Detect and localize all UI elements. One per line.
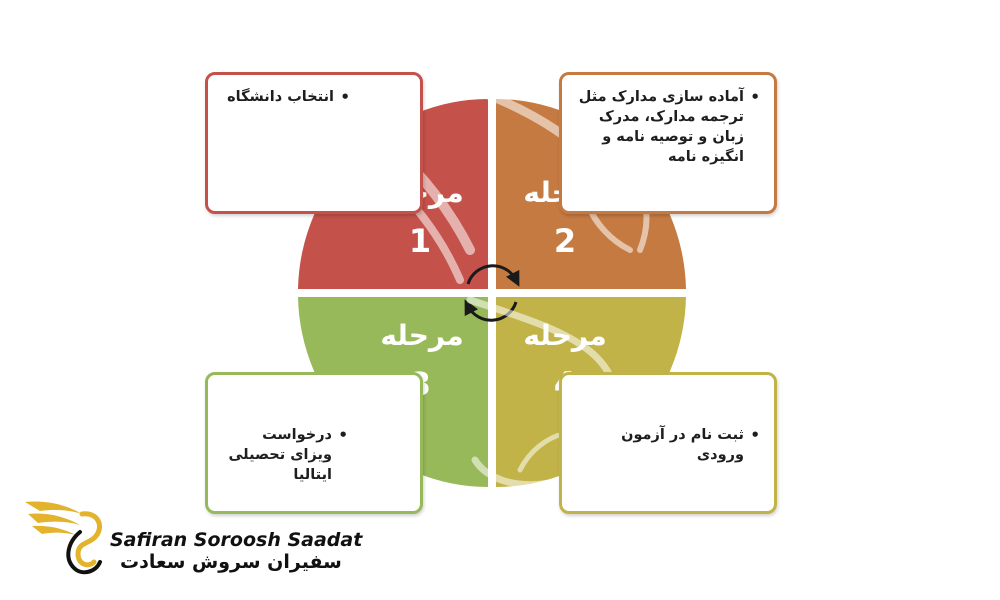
stage-2-number: 2 xyxy=(554,222,576,260)
stage-1-bullet: انتخاب دانشگاه xyxy=(220,87,350,107)
cycle-arrow-top-icon xyxy=(466,264,520,287)
stage-3-bullet: درخواست ویزای تحصیلی ایتالیا xyxy=(220,425,348,485)
stage-4-bullets: ثبت نام در آزمون ورودی xyxy=(574,425,760,465)
cycle-arrow-bottom-icon xyxy=(464,299,518,322)
stage-1-number: 1 xyxy=(409,222,431,260)
stage-2-bullet: آماده سازی مدارک مثل ترجمه مدارک، مدرک ز… xyxy=(574,87,760,167)
stage-1-description-box: انتخاب دانشگاه xyxy=(205,72,423,214)
stage-3-description-box: درخواست ویزای تحصیلی ایتالیا xyxy=(205,372,423,514)
stage-2-description-box: آماده سازی مدارک مثل ترجمه مدارک، مدرک ز… xyxy=(559,72,777,214)
stage-4-description-box: ثبت نام در آزمون ورودی xyxy=(559,372,777,514)
stage-3-title: مرحله xyxy=(380,319,463,352)
stage-4-bullet: ثبت نام در آزمون ورودی xyxy=(574,425,760,465)
stage-2-bullets: آماده سازی مدارک مثل ترجمه مدارک، مدرک ز… xyxy=(574,87,760,167)
stage-1-bullets: انتخاب دانشگاه xyxy=(220,87,350,107)
logo-name-persian: سفیران سروش سعادت xyxy=(120,551,342,573)
swan-logo-icon xyxy=(25,501,102,575)
logo-name-english: Safiran Soroosh Saadat xyxy=(110,529,363,551)
stage-3-bullets: درخواست ویزای تحصیلی ایتالیا xyxy=(220,425,348,485)
company-logo: Safiran Soroosh Saadat سفیران سروش سعادت xyxy=(20,492,362,582)
